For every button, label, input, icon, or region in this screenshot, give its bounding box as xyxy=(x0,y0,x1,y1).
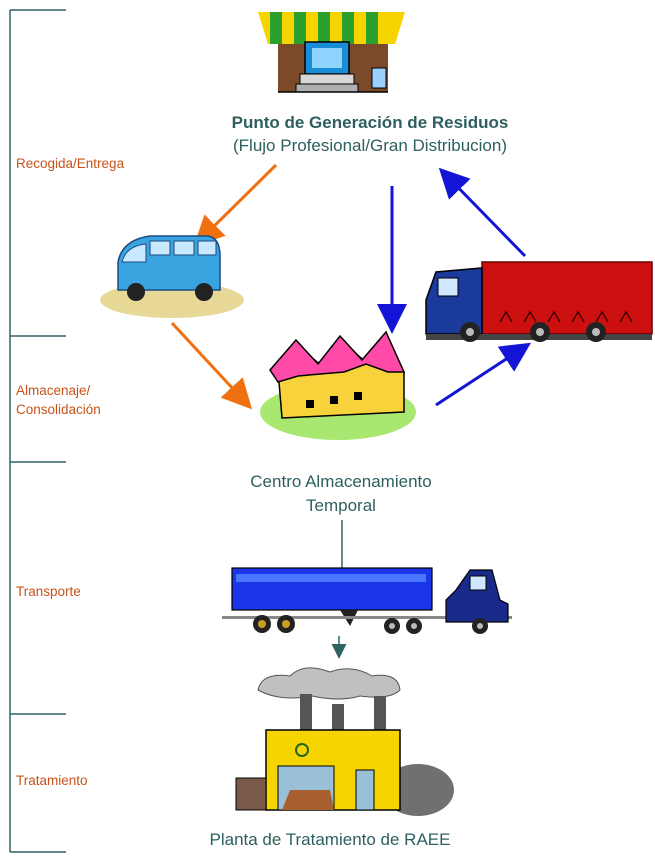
red-truck-icon xyxy=(425,261,653,342)
van-icon xyxy=(100,235,244,318)
warehouse-icon xyxy=(260,330,416,440)
factory-icon xyxy=(235,667,454,816)
stage-almacenaje-line2: Consolidación xyxy=(16,402,101,417)
centro-almacenamiento-line2: Temporal xyxy=(306,496,376,515)
trailer-truck-icon xyxy=(222,567,512,634)
planta-tratamiento-label: Planta de Tratamiento de RAEE xyxy=(209,830,451,849)
stage-recogida-entrega: Recogida/Entrega xyxy=(16,156,125,171)
centro-almacenamiento-line1: Centro Almacenamiento xyxy=(250,472,432,491)
punto-generacion-subtitle: (Flujo Profesional/Gran Distribucion) xyxy=(233,136,507,155)
punto-generacion-title: Punto de Generación de Residuos xyxy=(231,113,509,132)
arrow-centro-to-truck xyxy=(435,342,532,407)
arrow-truck-to-punto xyxy=(438,167,527,258)
arrow-punto-to-van xyxy=(193,163,278,247)
shop-computer-icon xyxy=(258,12,405,93)
arrow-van-to-centro xyxy=(170,321,253,410)
stage-tratamiento: Tratamiento xyxy=(16,773,88,788)
stage-transporte: Transporte xyxy=(16,584,81,599)
stage-almacenaje-line1: Almacenaje/ xyxy=(16,383,91,398)
